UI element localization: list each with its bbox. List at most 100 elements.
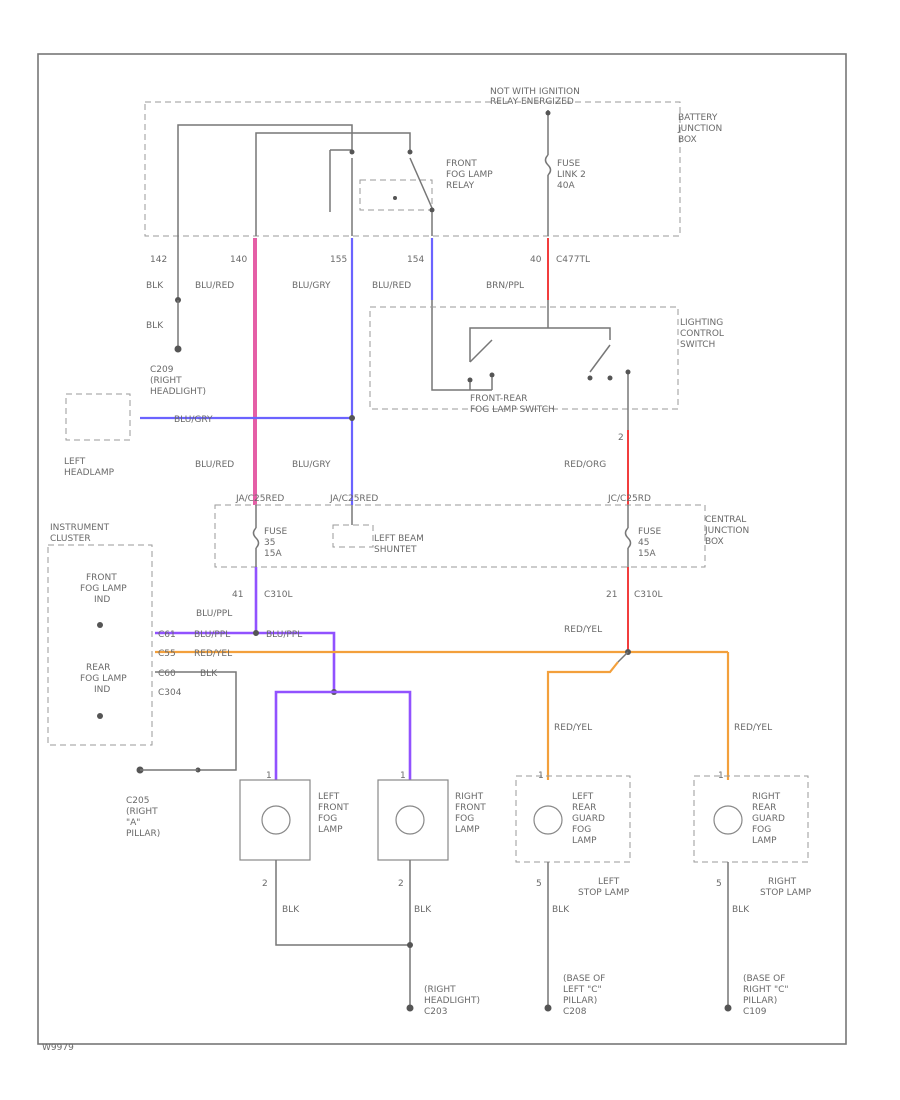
instrument-cluster: INSTRUMENT CLUSTER FRONT FOG LAMP IND RE… [47, 523, 237, 774]
central-conn-right: JC/C25RD [607, 494, 651, 504]
lamp-bulb-icon [713, 805, 743, 835]
central-junction-box: CENTRAL JUNCTION BOX JA/C25RED JA/C25RED… [214, 494, 749, 600]
left-stop-lamp-label: LEFT [598, 877, 620, 887]
relay-note-2: RELAY ENERGIZED [490, 97, 574, 107]
lr-lamp-label-3: GUARD [572, 814, 605, 824]
ground-1-label-2: HEADLIGHT) [424, 996, 480, 1006]
pillar-ground-label-4: PILLAR) [126, 829, 160, 839]
rr-pin-1: 1 [718, 771, 724, 781]
lf-pin-1: 1 [266, 771, 272, 781]
pillar-ground-label-3: "A" [126, 818, 140, 828]
ground-2-label-3: PILLAR) [563, 996, 597, 1006]
lr-lamp-label-2: REAR [572, 803, 596, 813]
fuse-35-label: FUSE [264, 527, 287, 537]
connector-40: 40 [530, 255, 542, 265]
rr-lamp-label-4: FOG [752, 825, 771, 835]
ground-3-label: (BASE OF [743, 974, 785, 984]
lighting-control-switch: LIGHTING CONTROL SWITCH FRONT-REAR FOG L… [369, 306, 724, 430]
rear-fog-ind-label: REAR [86, 663, 110, 673]
lr-pin-1: 1 [538, 771, 544, 781]
ground-1-label: (RIGHT [424, 985, 456, 995]
lf-lamp-label-2: FRONT [318, 803, 349, 813]
front-fog-ind-label-2: FOG LAMP [80, 584, 127, 594]
central-jb-label-3: BOX [705, 537, 724, 547]
headlamp-label-2: HEADLAMP [64, 468, 115, 478]
pillar-ground-label: C205 [126, 796, 149, 806]
left-beam-module-2: SHUNTET [374, 545, 417, 555]
left-stop-lamp-label-2: STOP LAMP [578, 888, 630, 898]
left-headlamp: C209 (RIGHT HEADLIGHT) LEFT HEADLAMP [64, 365, 206, 478]
ground-labels: (RIGHT HEADLIGHT) C203 (BASE OF LEFT "C"… [424, 974, 789, 1017]
ground-1-label-3: C203 [424, 1007, 447, 1017]
connector-40-code: C477TL [556, 255, 590, 265]
fuse-45-label-3: 15A [638, 549, 656, 559]
ground-2-label-4: C208 [563, 1007, 587, 1017]
fuse-45-label-2: 45 [638, 538, 649, 548]
cluster-label-2: CLUSTER [50, 534, 91, 544]
connector-154: 154 [407, 255, 424, 265]
wire-label-redyel-3: RED/YEL [554, 723, 592, 733]
wire-label-brnppl: BRN/PPL [486, 281, 524, 291]
wire-label-redyel: RED/YEL [564, 625, 602, 635]
wire-label-blugry-2: BLU/GRY [174, 415, 213, 425]
rf-lamp-label: RIGHT [455, 792, 484, 802]
lighting-switch-label-2: CONTROL [680, 329, 724, 339]
wire-label-blk-4: BLK [282, 905, 300, 915]
connector-142: 142 [150, 255, 167, 265]
fog-switch-label-2: FOG LAMP SWITCH [470, 405, 555, 415]
right-front-fog-lamp: RIGHT FRONT FOG LAMP 1 2 [377, 771, 486, 889]
battery-box-connectors: 142 140 155 154 40 C477TL [150, 255, 590, 265]
rf-pin-2: 2 [398, 879, 404, 889]
rear-fog-feed: RED/YEL RED/YEL RED/YEL RED/YEL [155, 567, 772, 780]
wire-label-redyel-2: RED/YEL [194, 649, 232, 659]
wire-label-blk-7: BLK [732, 905, 750, 915]
ground-2-label-2: LEFT "C" [563, 985, 602, 995]
lighting-switch-label: LIGHTING [680, 318, 723, 328]
headlamp-connector: C209 [150, 365, 174, 375]
rf-lamp-label-4: LAMP [455, 825, 480, 835]
wire-label-redyel-4: RED/YEL [734, 723, 772, 733]
wire-label-blugry: BLU/GRY [292, 281, 331, 291]
fuse-link-label: FUSE [557, 159, 580, 169]
lf-lamp-label-3: FOG [318, 814, 337, 824]
wire-label-blured-2: BLU/RED [372, 281, 411, 291]
wire-label-blured-3: BLU/RED [195, 460, 234, 470]
rr-lamp-label-2: REAR [752, 803, 776, 813]
front-fog-ind-label: FRONT [86, 573, 117, 583]
headlamp-connector-2: (RIGHT [150, 376, 182, 386]
ground-branch-blk: BLK BLK [146, 236, 182, 353]
lamp-bulb-icon [395, 805, 425, 835]
wire-label-redorg: RED/ORG [564, 460, 606, 470]
lf-pin-2: 2 [262, 879, 268, 889]
connector-155: 155 [330, 255, 347, 265]
central-conn-left: JA/C25RED [235, 494, 284, 504]
relay-label-3: RELAY [446, 181, 475, 191]
lighting-switch-label-3: SWITCH [680, 340, 715, 350]
ground-3-label-3: PILLAR) [743, 996, 777, 1006]
lf-lamp-label: LEFT [318, 792, 340, 802]
wire-brn-ppl: BRN/PPL [486, 238, 549, 328]
pin-21-code: C310L [634, 590, 662, 600]
headlamp-connector-3: HEADLIGHT) [150, 387, 206, 397]
wire-label-bluppl: BLU/PPL [196, 609, 232, 619]
wire-blu-red: BLU/RED BLU/RED [195, 238, 257, 505]
battery-jb-label-3: BOX [678, 135, 697, 145]
rear-fog-ind-label-2: FOG LAMP [80, 674, 127, 684]
left-pillar-ground: C205 (RIGHT "A" PILLAR) [126, 796, 160, 839]
rr-lamp-label: RIGHT [752, 792, 781, 802]
wire-label-blk-6: BLK [552, 905, 570, 915]
left-front-fog-lamp: LEFT FRONT FOG LAMP 1 2 [239, 771, 349, 889]
central-jb-label: CENTRAL [705, 515, 746, 525]
battery-jb-label-2: JUNCTION [677, 124, 722, 134]
fuse-35-label-3: 15A [264, 549, 282, 559]
front-fog-indicator-icon [97, 622, 103, 628]
rr-lamp-label-5: LAMP [752, 836, 777, 846]
left-rear-guard-fog-lamp: LEFT REAR GUARD FOG LAMP 1 5 LEFT STOP L… [515, 771, 631, 898]
cluster-pin-3: C60 [158, 669, 176, 679]
lr-lamp-label: LEFT [572, 792, 594, 802]
wire-label-blk-5: BLK [414, 905, 432, 915]
battery-junction-box: NOT WITH IGNITION RELAY ENERGIZED BATTER… [144, 87, 722, 237]
wire-label-blk-3: BLK [200, 669, 218, 679]
wire-label-blured: BLU/RED [195, 281, 234, 291]
